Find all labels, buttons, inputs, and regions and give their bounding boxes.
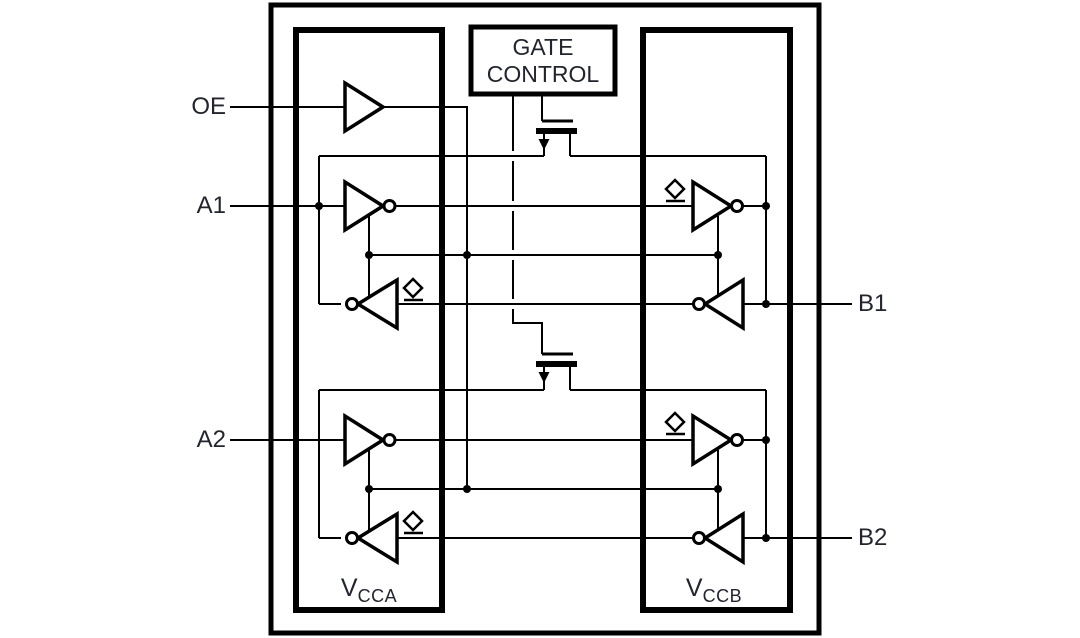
a1-driver-bubble — [382, 199, 397, 213]
a1-oneshot-buffer — [345, 276, 399, 332]
diamond-icon — [402, 510, 424, 532]
a1-oneshot-triangle — [354, 276, 399, 332]
junction-dot — [762, 436, 770, 444]
junction-dots — [315, 202, 770, 542]
pass-fet-2 — [536, 352, 577, 390]
oneshot-symbol-a1 — [402, 277, 424, 302]
fet1-channel-bar — [536, 128, 577, 134]
b1-receive-buffer — [692, 276, 745, 332]
oneshot-symbol-a2 — [402, 510, 424, 535]
vccb-domain-box — [640, 27, 793, 613]
gate-control-label-line2: CONTROL — [486, 61, 600, 87]
b2-oneshot-buffer — [691, 412, 744, 468]
pass-fet-1 — [536, 119, 577, 156]
b2-receive-bubble — [692, 531, 706, 545]
junction-dot — [315, 202, 323, 210]
junction-dot — [762, 202, 770, 210]
b1-oneshot-bubble — [730, 199, 744, 213]
diamond-icon — [664, 178, 686, 200]
wires — [230, 96, 852, 539]
junction-dot — [714, 251, 722, 259]
vcca-label-main: V — [340, 574, 358, 602]
junction-dot — [365, 251, 373, 259]
oneshot-symbol-b2 — [664, 411, 686, 436]
vccb-label-main: V — [685, 574, 703, 602]
fet2-channel-bar — [536, 361, 577, 367]
pin-label-a2: A2 — [196, 426, 226, 453]
outer-package-box — [268, 2, 822, 636]
gate-control-label-line1: GATE — [512, 34, 574, 60]
junction-dot — [762, 300, 770, 308]
pin-label-oe: OE — [191, 93, 226, 120]
a2-oneshot-bubble — [345, 531, 359, 545]
pin-label-b1: B1 — [858, 290, 888, 317]
oneshot-symbol-b1 — [664, 178, 686, 203]
junction-dot — [762, 534, 770, 542]
vcca-label: VCCA — [309, 573, 429, 611]
gate-control-label: GATE CONTROL — [471, 34, 615, 88]
a2-oneshot-triangle — [354, 510, 399, 566]
pin-label-b2: B2 — [858, 524, 888, 551]
wire-oe-enable-rail — [383, 106, 468, 488]
a1-oneshot-bubble — [345, 297, 359, 311]
b2-receive-triangle — [701, 510, 745, 566]
vcca-domain-box — [293, 27, 445, 613]
gate-control-box — [468, 24, 618, 97]
vcca-label-sub: CCA — [357, 586, 398, 606]
a2-driver-buffer — [343, 412, 397, 468]
b1-oneshot-triangle — [691, 178, 735, 234]
b1-oneshot-buffer — [691, 178, 744, 234]
a2-driver-bubble — [382, 433, 397, 447]
junction-dot — [365, 485, 373, 493]
junction-dot — [463, 251, 471, 259]
junction-dot — [463, 485, 471, 493]
diamond-icon — [402, 277, 424, 299]
a2-driver-triangle — [343, 412, 387, 468]
diamond-icon — [664, 411, 686, 433]
b2-receive-buffer — [692, 510, 745, 566]
b1-receive-triangle — [701, 276, 745, 332]
fet1-arrow-icon — [538, 139, 550, 150]
oe-buffer-icon — [343, 79, 387, 135]
wire-gate2 — [512, 96, 543, 354]
a1-driver-buffer — [343, 178, 397, 234]
vccb-label-sub: CCB — [702, 586, 743, 606]
a1-driver-triangle — [343, 178, 387, 234]
a2-oneshot-buffer — [345, 510, 399, 566]
b2-oneshot-triangle — [691, 412, 735, 468]
fet2-arrow-icon — [538, 372, 550, 383]
b1-receive-bubble — [692, 297, 706, 311]
b2-oneshot-bubble — [730, 433, 744, 447]
pin-label-a1: A1 — [196, 192, 226, 219]
vccb-label: VCCB — [654, 573, 774, 611]
junction-dot — [714, 485, 722, 493]
